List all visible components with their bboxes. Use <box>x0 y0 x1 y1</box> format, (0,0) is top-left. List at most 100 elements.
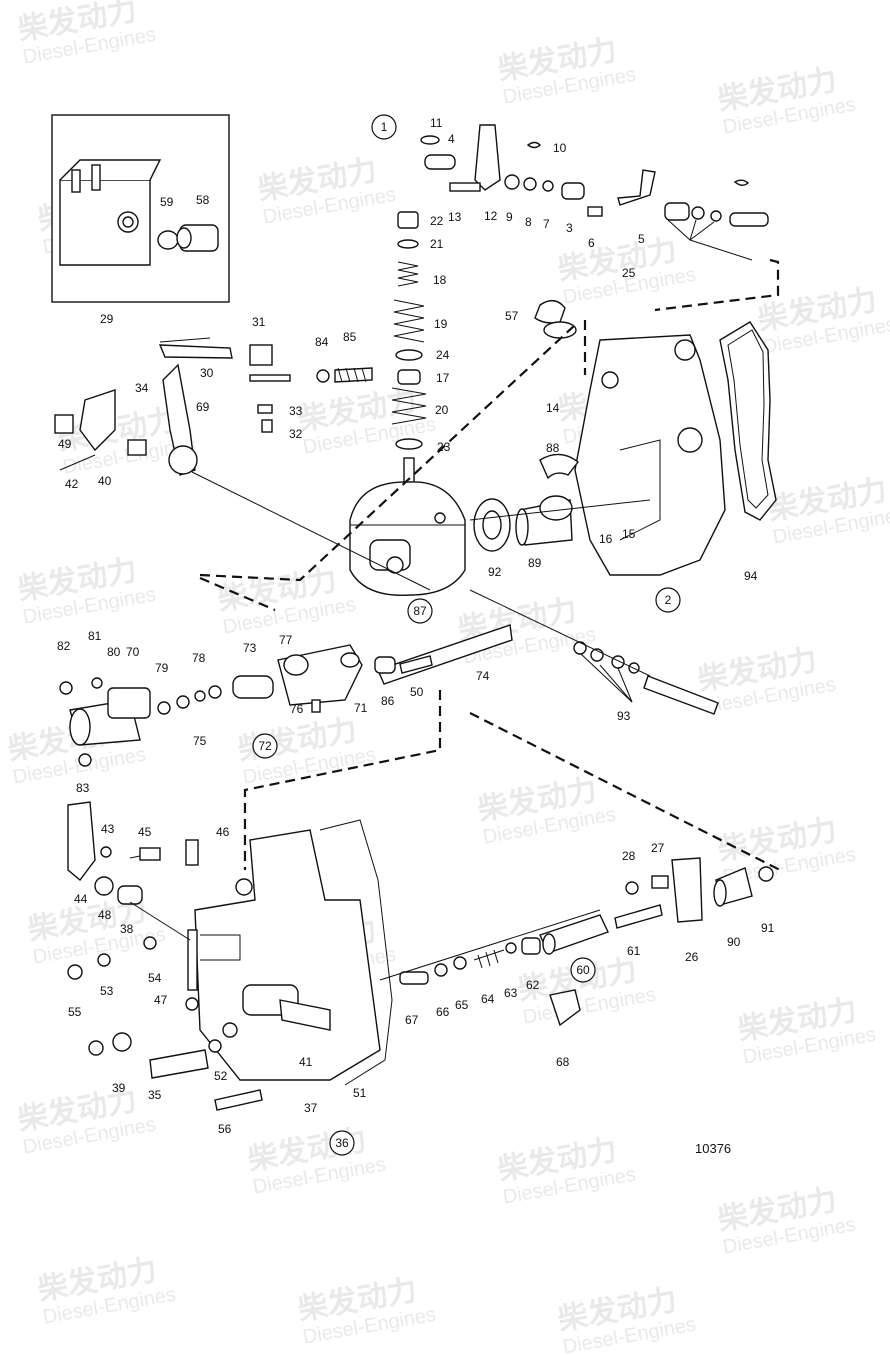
left-linkage <box>54 344 373 476</box>
part-label-5: 5 <box>638 232 645 246</box>
assembly-ref-label-60: 60 <box>576 963 590 977</box>
part-label-91: 91 <box>761 921 775 935</box>
part-label-78: 78 <box>192 651 206 665</box>
part-label-34: 34 <box>135 381 149 395</box>
part-label-6: 6 <box>588 236 595 250</box>
part-label-51: 51 <box>353 1086 367 1100</box>
part-label-14: 14 <box>546 401 560 415</box>
middle-row-parts <box>59 624 719 767</box>
part-label-24: 24 <box>436 348 450 362</box>
assembly-ref-label-1: 1 <box>381 120 388 134</box>
part-label-7: 7 <box>543 217 550 231</box>
part-label-48: 48 <box>98 908 112 922</box>
lower-housing <box>185 819 393 1086</box>
part-label-75: 75 <box>193 734 207 748</box>
part-label-93: 93 <box>617 709 631 723</box>
assembly-ref-circle-72 <box>252 733 278 759</box>
part-label-81: 81 <box>88 629 102 643</box>
part-label-71: 71 <box>354 701 368 715</box>
part-label-84: 84 <box>315 335 329 349</box>
part-label-38: 38 <box>120 922 134 936</box>
part-label-56: 56 <box>218 1122 232 1136</box>
sleeve-group <box>473 495 573 552</box>
assembly-ref-circle-36 <box>329 1130 355 1156</box>
part-label-61: 61 <box>627 944 641 958</box>
part-label-18: 18 <box>433 273 447 287</box>
part-label-16: 16 <box>599 532 613 546</box>
part-label-41: 41 <box>299 1055 313 1069</box>
part-label-46: 46 <box>216 825 230 839</box>
part-label-49: 49 <box>58 437 72 451</box>
governor-lever-group <box>420 124 769 227</box>
part-label-90: 90 <box>727 935 741 949</box>
part-label-40: 40 <box>98 474 112 488</box>
leader-lines <box>129 219 781 981</box>
part-label-43: 43 <box>101 822 115 836</box>
part-label-70: 70 <box>126 645 140 659</box>
part-label-37: 37 <box>304 1101 318 1115</box>
part-label-17: 17 <box>436 371 450 385</box>
part-label-19: 19 <box>434 317 448 331</box>
assembly-ref-circle-1 <box>371 114 397 140</box>
part-label-88: 88 <box>546 441 560 455</box>
flyweight-assembly <box>349 481 466 596</box>
part-label-74: 74 <box>476 669 490 683</box>
part-label-8: 8 <box>525 215 532 229</box>
part-label-15: 15 <box>622 527 636 541</box>
assembly-ref-label-87: 87 <box>413 604 427 618</box>
part-label-85: 85 <box>343 330 357 344</box>
part-label-53: 53 <box>100 984 114 998</box>
part-label-55: 55 <box>68 1005 82 1019</box>
lower-left-parts <box>67 801 263 1111</box>
part-label-77: 77 <box>279 633 293 647</box>
part-label-27: 27 <box>651 841 665 855</box>
part-label-25: 25 <box>622 266 636 280</box>
part-label-86: 86 <box>381 694 395 708</box>
assembly-ref-circle-2 <box>655 587 681 613</box>
part-labels: 3456789101112131415161718192021222324252… <box>57 116 775 1136</box>
part-label-13: 13 <box>448 210 462 224</box>
part-label-44: 44 <box>74 892 88 906</box>
part-label-79: 79 <box>155 661 169 675</box>
part-label-12: 12 <box>484 209 498 223</box>
part-label-45: 45 <box>138 825 152 839</box>
part-label-63: 63 <box>504 986 518 1000</box>
part-label-89: 89 <box>528 556 542 570</box>
part-label-57: 57 <box>505 309 519 323</box>
inset-detail <box>51 114 230 303</box>
part-label-33: 33 <box>289 404 303 418</box>
part-label-35: 35 <box>148 1088 162 1102</box>
part-label-32: 32 <box>289 427 303 441</box>
assembly-ref-label-72: 72 <box>258 739 272 753</box>
part-label-92: 92 <box>488 565 502 579</box>
assembly-ref-circle-60 <box>570 957 596 983</box>
part-label-39: 39 <box>112 1081 126 1095</box>
part-label-23: 23 <box>437 440 451 454</box>
part-label-83: 83 <box>76 781 90 795</box>
part-label-94: 94 <box>744 569 758 583</box>
part-label-21: 21 <box>430 237 444 251</box>
part-label-29: 29 <box>100 312 114 326</box>
assembly-ref-label-36: 36 <box>335 1136 349 1150</box>
part-label-80: 80 <box>107 645 121 659</box>
part-label-11: 11 <box>430 116 443 130</box>
part-label-3: 3 <box>566 221 573 235</box>
part-label-47: 47 <box>154 993 168 1007</box>
part-label-10: 10 <box>553 141 567 155</box>
